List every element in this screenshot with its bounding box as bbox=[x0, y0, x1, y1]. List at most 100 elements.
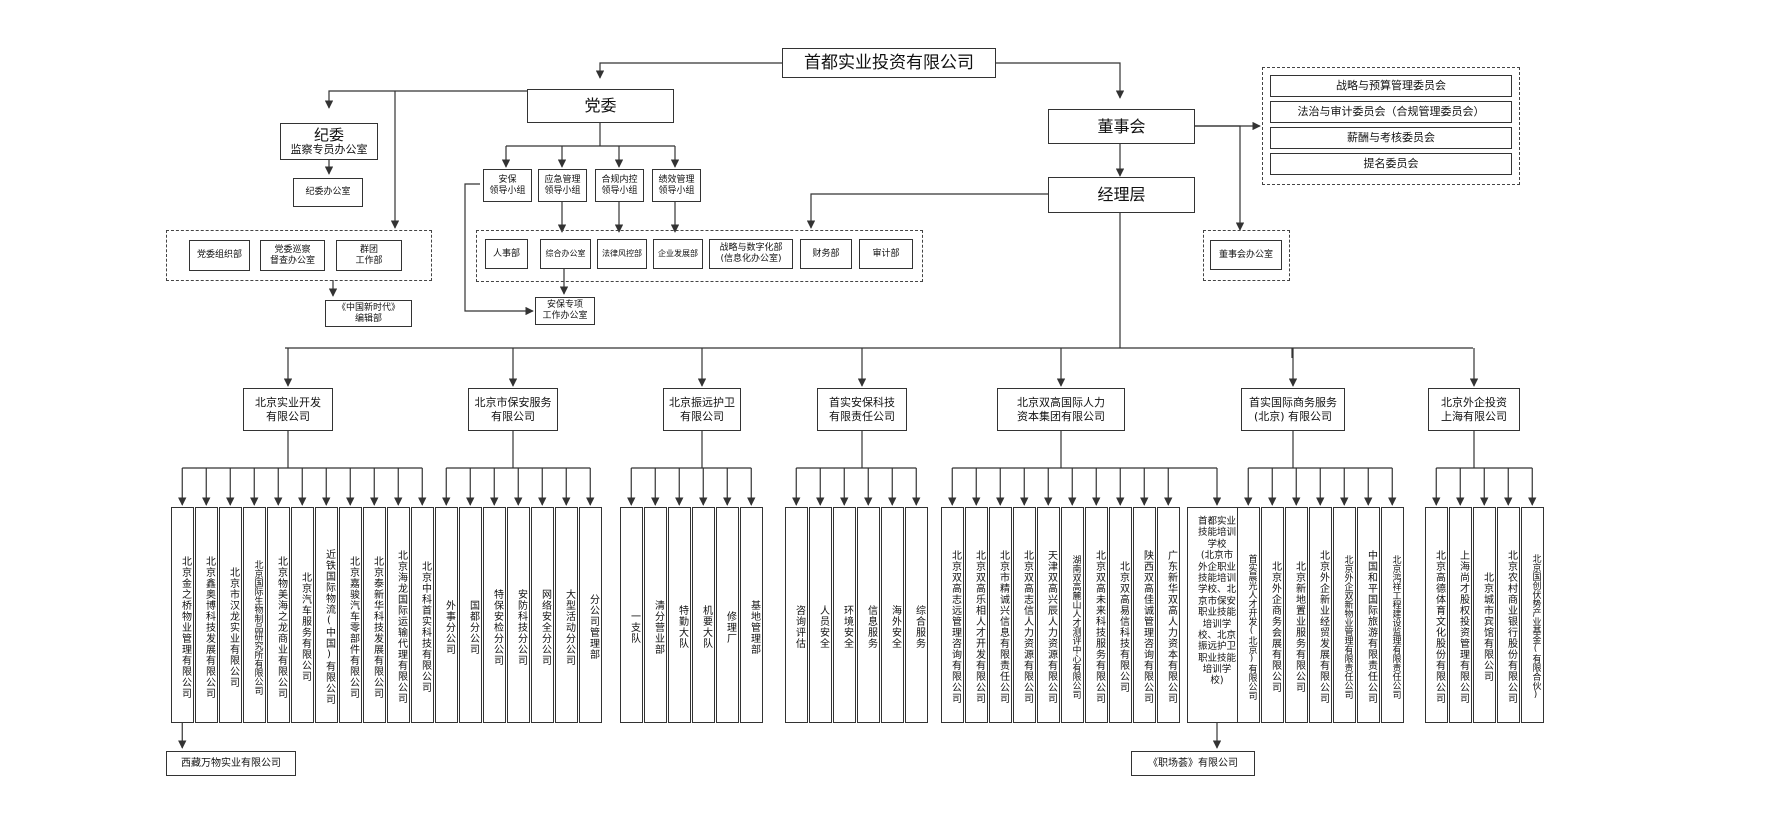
board-office-group bbox=[1203, 230, 1290, 281]
dept-label: 法律风控部 bbox=[602, 249, 642, 259]
subsidiary-box: 北京实业开发 有限公司 bbox=[243, 388, 333, 431]
party-name: 党委 bbox=[584, 96, 617, 116]
party-dept-label: 党委组织部 bbox=[196, 250, 242, 261]
affiliate-company: 北京海龙国际运输代理有限公司 bbox=[387, 507, 410, 723]
subsidiary-name: 北京实业开发 有限公司 bbox=[255, 396, 321, 423]
party-dept-box: 群团 工作部 bbox=[336, 240, 402, 271]
dept-box: 财务部 bbox=[800, 239, 852, 269]
affiliate-company: 北京国创伏势产业基金(有限合伙) bbox=[1521, 507, 1544, 723]
subsidiary-box: 首实国际商务服务 (北京) 有限公司 bbox=[1241, 388, 1345, 431]
dept-box: 战略与数字化部 (信息化办公室) bbox=[709, 239, 793, 269]
affiliate-company: 北京农村商业银行股份有限公司 bbox=[1497, 507, 1520, 723]
affiliate-company: 天津双高兴辰人力资源有限公司 bbox=[1037, 507, 1060, 723]
affiliate-company: 特勤大队 bbox=[668, 507, 691, 723]
subsidiary-name: 北京市保安服务 有限公司 bbox=[474, 396, 552, 423]
affiliate-company: 北京金之桥物业管理有限公司 bbox=[171, 507, 194, 723]
affiliate-company: 北京物美海之龙商业有限公司 bbox=[267, 507, 290, 723]
affiliate-company: 特保安检分公司 bbox=[483, 507, 506, 723]
subsidiary-box: 北京市保安服务 有限公司 bbox=[468, 388, 558, 431]
subsidiary-name: 北京外企投资 上海有限公司 bbox=[1441, 396, 1507, 423]
affiliate-company: 海外安全 bbox=[881, 507, 904, 723]
dept-label: 审计部 bbox=[872, 248, 900, 259]
affiliate-company: 广东新华双高人力资本有限公司 bbox=[1157, 507, 1180, 723]
affiliate-company: 北京新地置业服务有限公司 bbox=[1285, 507, 1308, 723]
affiliate-company: 北京外企商务会展有限公司 bbox=[1261, 507, 1284, 723]
committee-box: 薪酬与考核委员会 bbox=[1270, 127, 1512, 149]
affiliate-company: 大型活动分公司 bbox=[555, 507, 578, 723]
dept-box: 法律风控部 bbox=[597, 239, 647, 269]
committee-box: 战略与预算管理委员会 bbox=[1270, 75, 1512, 97]
dept-label: 人事部 bbox=[492, 248, 520, 259]
extra-company-box: 西藏万物实业有限公司 bbox=[166, 751, 296, 776]
affiliate-company: 国都分公司 bbox=[459, 507, 482, 723]
training-school-label: 首都实业 技能培训 学校 (北京市 外企职业 技能培训 学校、北 京市保安 职业… bbox=[1197, 516, 1236, 687]
affiliate-company: 人员安全 bbox=[809, 507, 832, 723]
dept-label: 企业发展部 bbox=[658, 249, 698, 259]
affiliate-company: 北京市精诚兴信息有限责任公司 bbox=[989, 507, 1012, 723]
party-box: 党委 bbox=[527, 89, 674, 123]
committee-label: 战略与预算管理委员会 bbox=[1336, 79, 1446, 93]
extra-company-name: 《职场荟》有限公司 bbox=[1148, 757, 1238, 769]
affiliate-company: 清分营业部 bbox=[644, 507, 667, 723]
extra-company-name: 西藏万物实业有限公司 bbox=[181, 757, 281, 769]
affiliate-company: 北京高德体育文化股份有限公司 bbox=[1425, 507, 1448, 723]
board-office-label: 董事会办公室 bbox=[1218, 249, 1273, 260]
discipline-office-box: 纪委办公室 bbox=[293, 178, 363, 207]
affiliate-company: 北京双高志远管理咨询有限公司 bbox=[941, 507, 964, 723]
committee-label: 薪酬与考核委员会 bbox=[1347, 131, 1435, 145]
affiliate-company: 北京双高乐相人才开发有限公司 bbox=[965, 507, 988, 723]
party-group-label: 合规内控 领导小组 bbox=[601, 174, 638, 196]
dept-box: 企业发展部 bbox=[653, 239, 703, 269]
affiliate-company: 上海尚才股权投资管理有限公司 bbox=[1449, 507, 1472, 723]
discipline-box: 纪委 监察专员办公室 bbox=[280, 123, 378, 160]
dept-label: 战略与数字化部 (信息化办公室) bbox=[719, 243, 783, 264]
affiliate-company: 中国和平国际旅游有限责任公司 bbox=[1357, 507, 1380, 723]
discipline-subtitle: 监察专员办公室 bbox=[290, 142, 368, 156]
affiliate-company: 修理厂 bbox=[716, 507, 739, 723]
subsidiary-name: 首实安保科技 有限责任公司 bbox=[829, 396, 895, 423]
affiliate-company: 信息服务 bbox=[857, 507, 880, 723]
dept-label: 综合办公室 bbox=[545, 249, 586, 259]
affiliate-company: 机要大队 bbox=[692, 507, 715, 723]
security-office-label: 安保专项 工作办公室 bbox=[542, 300, 588, 321]
editorial-label: 《中国新时代》 编辑部 bbox=[336, 302, 400, 324]
subsidiary-box: 北京外企投资 上海有限公司 bbox=[1428, 388, 1520, 431]
extra-company-box: 《职场荟》有限公司 bbox=[1131, 751, 1255, 776]
party-group-box: 安保 领导小组 bbox=[483, 169, 532, 202]
subsidiary-box: 北京双高国际人力 资本集团有限公司 bbox=[997, 388, 1125, 431]
affiliate-company: 北京鸿祥工程建设监理有限责任公司 bbox=[1381, 507, 1404, 723]
committee-box: 提名委员会 bbox=[1270, 153, 1512, 175]
party-depts-group bbox=[166, 230, 432, 281]
party-group-label: 绩效管理 领导小组 bbox=[658, 174, 695, 196]
dept-label: 财务部 bbox=[812, 248, 840, 259]
affiliate-company: 一支队 bbox=[620, 507, 643, 723]
dept-box: 综合办公室 bbox=[540, 239, 591, 269]
committee-label: 法治与审计委员会（合规管理委员会） bbox=[1297, 105, 1485, 119]
board-office-box: 董事会办公室 bbox=[1210, 240, 1282, 270]
affiliate-company: 基地管理部 bbox=[740, 507, 763, 723]
subsidiary-name: 北京振远护卫 有限公司 bbox=[669, 396, 735, 423]
affiliate-company: 环境安全 bbox=[833, 507, 856, 723]
affiliate-company: 北京双高易信科技有限公司 bbox=[1109, 507, 1132, 723]
management-box: 经理层 bbox=[1048, 177, 1195, 213]
affiliate-company: 综合服务 bbox=[905, 507, 928, 723]
party-group-box: 绩效管理 领导小组 bbox=[652, 169, 701, 202]
committees-group bbox=[1262, 67, 1520, 185]
management-name: 经理层 bbox=[1097, 185, 1146, 205]
dept-box: 人事部 bbox=[485, 239, 528, 269]
editorial-box: 《中国新时代》 编辑部 bbox=[325, 300, 412, 327]
affiliate-company: 北京鑫奥博科技发展有限公司 bbox=[195, 507, 218, 723]
departments-group bbox=[476, 230, 923, 282]
affiliate-company: 北京双高志信人力资源有限公司 bbox=[1013, 507, 1036, 723]
affiliate-company: 北京城市宾馆有限公司 bbox=[1473, 507, 1496, 723]
discipline-office: 纪委办公室 bbox=[305, 187, 351, 198]
affiliate-company: 咨询评估 bbox=[785, 507, 808, 723]
affiliate-company: 北京嘉骏汽车零部件有限公司 bbox=[339, 507, 362, 723]
subsidiary-name: 首实国际商务服务 (北京) 有限公司 bbox=[1249, 396, 1337, 423]
committee-label: 提名委员会 bbox=[1363, 157, 1419, 171]
company-name: 首都实业投资有限公司 bbox=[804, 52, 974, 73]
affiliate-company: 北京国际生物制品研究所有限公司 bbox=[243, 507, 266, 723]
affiliate-company: 陕西双高佳诚管理咨询有限公司 bbox=[1133, 507, 1156, 723]
